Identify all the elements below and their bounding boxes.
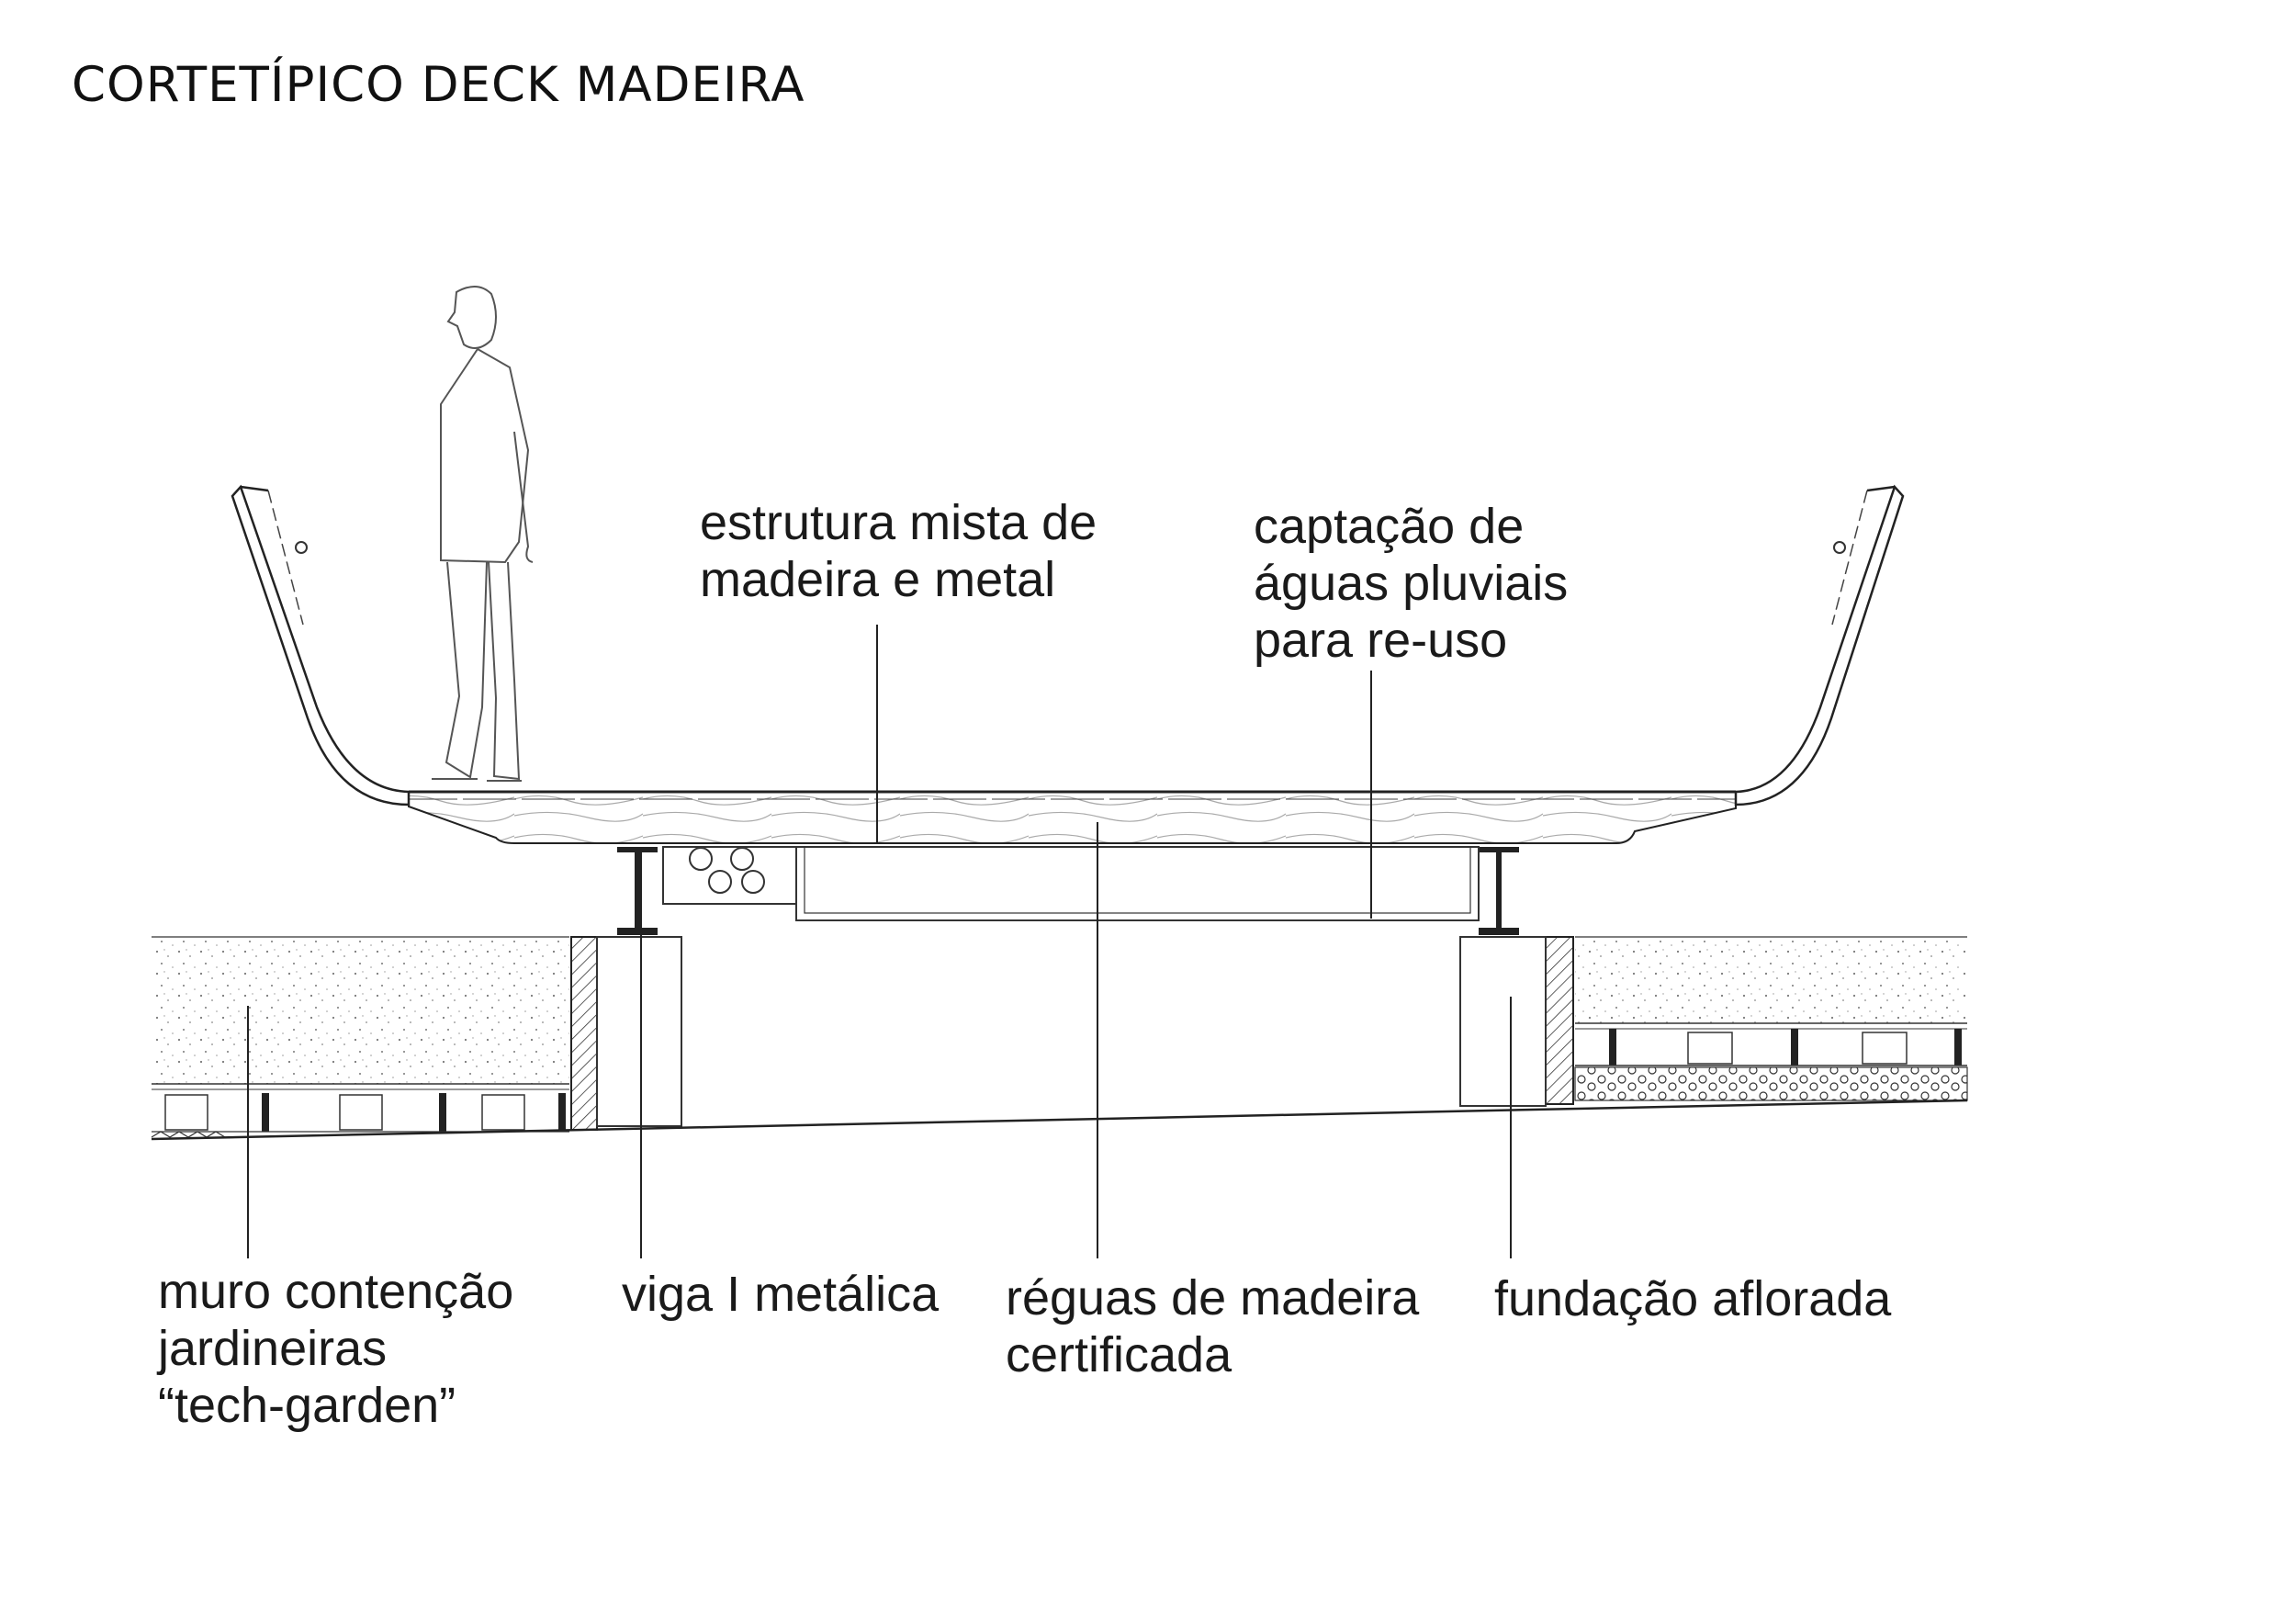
label-reguas-madeira: réguas de madeira certificada [1006, 1270, 1420, 1382]
right-i-beam [1479, 847, 1519, 935]
right-retaining-wall [1545, 936, 1574, 1105]
label-fundacao-aflorada: fundação aflorada [1494, 1271, 1892, 1326]
label-estrutura-mista: estrutura mista de madeira e metal [700, 495, 1097, 607]
right-foundation [1459, 936, 1547, 1107]
ground-line [151, 1099, 1968, 1141]
drawing-title: CORTETÍPICO DECK MADEIRA [72, 57, 805, 113]
label-muro-contencao: muro contenção jardineiras “tech-garden” [158, 1264, 514, 1433]
left-i-beam [617, 847, 658, 935]
left-curved-bench [231, 484, 411, 806]
rainwater-gutter [662, 846, 1480, 921]
label-captacao-aguas: captação de águas pluviais para re-uso [1254, 499, 1569, 668]
left-foundation [596, 936, 682, 1127]
person-figure [432, 286, 534, 782]
deck-body [408, 791, 1737, 844]
label-viga-metalica: viga I metálica [622, 1267, 940, 1322]
right-curved-bench [1734, 484, 1905, 806]
left-lamp-icon [295, 541, 308, 554]
left-retaining-wall [570, 936, 598, 1131]
right-planter [1574, 936, 1968, 1101]
left-planter [151, 936, 569, 1138]
leader-lines [247, 625, 1512, 1258]
right-lamp-icon [1833, 541, 1846, 554]
